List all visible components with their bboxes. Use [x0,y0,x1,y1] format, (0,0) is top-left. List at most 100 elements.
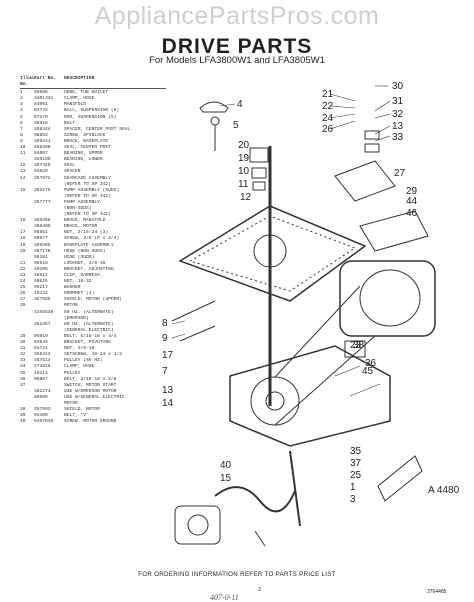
description-cell: BRACKET, ADJUSTING [64,266,114,272]
illus-no-cell: 21 [20,260,26,266]
part-no-cell: 93949 [34,340,48,346]
part-no-cell: 90525 [34,279,48,285]
illus-no-cell: 2 [20,96,23,102]
callout-label: 5 [233,120,239,131]
description-cell: (GENERAL ELECTRIC) [64,327,114,333]
part-no-cell: 358344 [34,126,51,132]
description-cell: (NON-SUDS) [64,205,92,211]
description-cell: SPACER, CENTER POST SEAL [64,126,131,132]
description-cell: BRACE, BASEPLATE [64,138,109,144]
motor-shield [359,210,429,252]
description-cell: CLIP, HARNESS [64,273,100,278]
illus-no-cell: 38 [20,407,26,413]
diagram-code: A 4480 [428,485,460,496]
table-row: (REFER TO SP 342) [20,212,166,218]
table-row: (GENERAL ELECTRIC) [20,328,166,334]
part-no-cell: 87279 [34,114,48,120]
callout-label: 23 [350,340,362,351]
illus-no-cell: 32 [20,352,26,358]
description-cell: WASHER [64,285,81,291]
callout-label: 3 [350,494,356,505]
description-cell: GROMMET (4) [64,291,95,297]
part-no-cell: 357777 [34,199,51,205]
description-cell: SWITCH, MOTOR START [64,382,117,388]
illus-no-cell: 1 [20,90,23,96]
illus-no-cell: 20 [20,248,26,254]
callout-label: 22 [322,101,334,112]
site-watermark: AppliancePartsPros.com [94,2,380,30]
illus-no-cell: 14 [20,175,26,181]
illus-no-cell: 19 [20,242,26,248]
callout-label: 9 [162,333,168,344]
illus-no-cell: 34 [20,364,26,370]
part-no-cell: 362357 [34,321,51,327]
description-cell: PUMP ASSEMBLY (SUDS) [64,187,120,193]
suspension-ball [210,116,220,126]
callout-label: 13 [162,385,174,396]
callout-label: 40 [220,460,232,471]
part-no-cell: 273816 [34,364,51,370]
part-no-cell: 358331 [34,138,51,144]
pivot-bracket [334,160,396,202]
description-cell: BELT, "V" [64,413,89,419]
callout-label: 26 [322,124,334,135]
part-no-cell: 358408 [34,242,51,248]
part-no-cell: 357514 [34,358,51,364]
part-no-cell: 96819 [34,333,48,339]
part-no-cell: 93629 [34,169,48,175]
page-number: 3 [258,587,261,593]
callout-label: 38 [353,340,365,351]
part-no-cell: 90877 [34,236,48,242]
description-cell: 60 HZ. (ALTERNATE) [64,321,114,327]
part-no-cell: 16512 [34,273,48,278]
bearing-upper [251,167,267,179]
description-cell: BASEPLATE ASSEMBLY [64,242,114,248]
tub-outlet-hose [214,486,296,513]
part-no-cell: 96916 [34,260,48,266]
part-no-cell: 84091 [34,102,48,108]
description-cell: SETSCREW, 10-24 x 1/2 [64,352,122,358]
parts-table-header: Illus. No. Part No. DESCRIPTION [20,76,166,90]
illus-no-cell: 13 [20,169,26,175]
pump-assembly [174,505,221,545]
illus-no-cell: 12 [20,163,26,169]
callout-label: 25 [350,470,362,481]
callout-label: 21 [322,89,334,100]
description-cell: MOTOR [64,303,78,309]
illus-no-cell: 35 [20,370,26,376]
part-no-cell: 357595 [34,297,51,303]
illus-no-cell: 6 [20,120,23,126]
part-no-cell: 3355539 [34,309,54,315]
part-no-cell: 88895 [34,394,48,400]
part-no-cell: 3401331 [34,96,54,102]
illus-no-cell: 24 [20,279,26,285]
part-no-cell: 94007 [34,151,48,157]
description-cell: ROD, SUSPENSION (5) [64,114,117,120]
part-no-cell: 96586 [34,90,48,96]
illus-no-cell: 9 [20,138,23,144]
illus-no-cell: 16 [20,218,26,224]
part-no-cell: 358398 [34,218,51,224]
callout-labels: 3042122242631321333520191011122729444689… [162,81,418,505]
illus-no-cell: 22 [20,266,26,272]
description-cell: HOSE (SUDS) [64,254,95,260]
description-cell: BEARING, LOWER [64,157,103,163]
